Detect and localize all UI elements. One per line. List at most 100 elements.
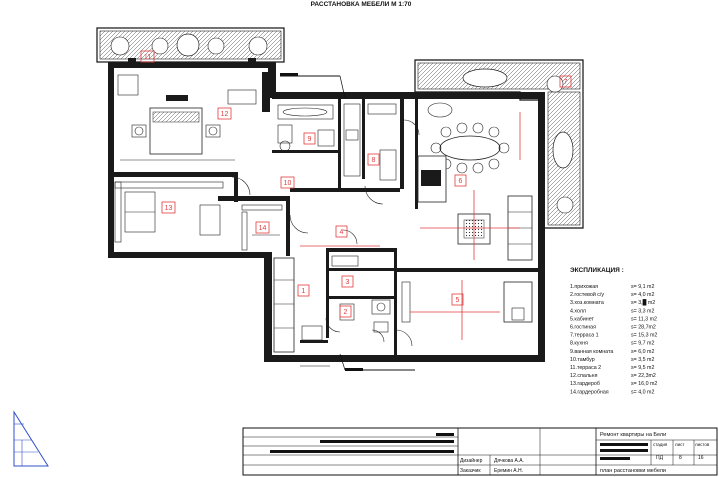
door-swings [231,119,420,347]
svg-text:12: 12 [221,111,229,118]
scale-triangle [13,410,49,467]
study-5-furniture [401,280,533,340]
interior-walls [234,99,538,356]
title-sheet-no: 8 [679,455,682,461]
svg-text:7: 7 [564,79,568,86]
living-6-furniture [417,102,533,261]
explication-room-name: 1.прихожая [570,284,598,290]
explication-room-area: s= 15,3 m2 [631,333,657,339]
room-tag-10: 10 [280,176,295,189]
title-stage: ПД [656,455,664,461]
room-tag-2: 2 [339,305,352,318]
explication-row: 10.тамбур s= 3,5 m2 [570,357,654,363]
kitchen-8-fixtures [343,103,397,181]
outer-walls [108,62,545,362]
title-col-sheet: лист [675,442,684,447]
explication-room-name: 12.спальня [570,373,598,379]
guest-wc-fixtures [331,255,391,333]
room-tags: 1 2 3 4 5 6 7 8 9 10 11 12 13 14 [140,50,572,318]
explication-room-area: s= 11,3 m2 [631,316,657,322]
explication-row: 13.гардероб s= 16,0 m2 [570,381,657,387]
explication-row: 8.кухня s= 9,7 m2 [570,341,654,347]
bedroom-12-furniture [117,74,257,161]
title-name-customer: Еремин А.Н. [494,468,523,474]
explication-room-name: 11.терраса 2 [570,365,601,371]
explication-room-area: s= 6,0 m2 [631,349,654,355]
explication-room-area: s= 22,3m2 [631,373,656,379]
explication-room-name: 7.терраса 1 [570,333,599,339]
explication-row: 11.терраса 2 s= 9,5 m2 [570,365,654,371]
explication-room-name: 3.хоз.комната [570,300,604,306]
room-tag-3: 3 [341,275,354,288]
room-tag-11: 11 [140,50,155,63]
explication-room-name: 2.гостевой с/у [570,291,604,298]
explication-room-area: s= 3,3 m2 [631,308,654,314]
room-tag-8: 8 [367,153,380,166]
explication-room-area: s= 16,0 m2 [631,381,657,387]
explication-room-name: 10.тамбур [570,357,595,363]
svg-text:1: 1 [302,288,306,295]
svg-text:2: 2 [344,309,348,316]
title-col-stage: стадия [653,442,668,447]
room-tag-12: 12 [217,107,232,120]
explication-row: 5.кабинет s= 11,3 m2 [570,316,657,322]
explication-room-area: s= 4,0 m2 [631,292,654,298]
title-sheet-name: план расстановки мебели [600,468,666,474]
explication-room-area: s= 28,7m2 [631,325,656,331]
explication-row: 3.хоз.комната s= 3,█ m2 [570,299,655,306]
section-markers [280,73,415,371]
title-sheets-total: 16 [698,455,704,461]
explication-row: 1.прихожая s= 9,1 m2 [570,284,654,290]
title-name-designer: Дячкова А.А. [494,458,524,464]
terrace-11 [96,27,285,63]
svg-text:13: 13 [165,205,173,212]
entry-1-furniture [273,257,323,353]
svg-text:5: 5 [456,297,460,304]
explication-room-area: s= 9,1 m2 [631,284,654,290]
room-tag-5: 5 [451,293,464,306]
svg-text:11: 11 [144,54,151,61]
sheet-title: РАССТАНОВКА МЕБЕЛИ М 1:70 [311,1,412,8]
room-tag-7: 7 [559,75,572,88]
wardrobe-13-furniture [114,181,224,243]
svg-text:3: 3 [346,279,350,286]
explication-room-name: 14.гардеробная [570,389,609,395]
explication-room-name: 9.ванная комната [570,349,613,355]
terrace-7 [414,59,584,229]
dressing-14-furniture [241,204,283,251]
explication-row: 4.холл s= 3,3 m2 [570,308,654,314]
svg-text:4: 4 [340,229,344,236]
room-tag-4: 4 [335,225,348,238]
explication-room-area: s= 3,█ m2 [631,299,655,306]
explication-row: 14.гардеробная s= 4,0 m2 [570,389,654,395]
title-role-customer: Заказчик [460,468,481,474]
explication-row: 9.ванная комната s= 6,0 m2 [570,349,654,355]
room-tag-1: 1 [297,284,310,297]
explication-room-name: 13.гардероб [570,381,600,387]
bath-9-fixtures [277,104,335,152]
explication-room-area: s= 3,5 m2 [631,357,654,363]
explication-room-name: 4.холл [570,308,586,314]
title-role-designer: Дизайнер [460,457,483,464]
explication-room-name: 8.кухня [570,341,588,347]
explication-row: 12.спальня s= 22,3m2 [570,373,656,379]
explication-room-area: s= 4,0 m2 [631,389,654,395]
explication-room-area: s= 9,7 m2 [631,341,654,347]
room-tag-14: 14 [255,221,270,234]
svg-text:14: 14 [259,225,267,232]
title-block: Ремонт квартиры на Бели стадия лист лист… [242,427,718,476]
room-tag-13: 13 [161,201,176,214]
explication-heading: ЭКСПЛИКАЦИЯ : [570,267,624,274]
room-tag-9: 9 [303,132,316,145]
svg-text:6: 6 [459,178,463,185]
title-project: Ремонт квартиры на Бели [600,432,666,438]
explication-room-area: s= 9,5 m2 [631,365,654,371]
svg-text:8: 8 [372,157,376,164]
explication-room-name: 5.кабинет [570,316,594,322]
svg-text:10: 10 [284,180,292,187]
explication-row: 7.терраса 1 s= 15,3 m2 [570,333,657,339]
explication-row: 2.гостевой с/у s= 4,0 m2 [570,291,654,298]
